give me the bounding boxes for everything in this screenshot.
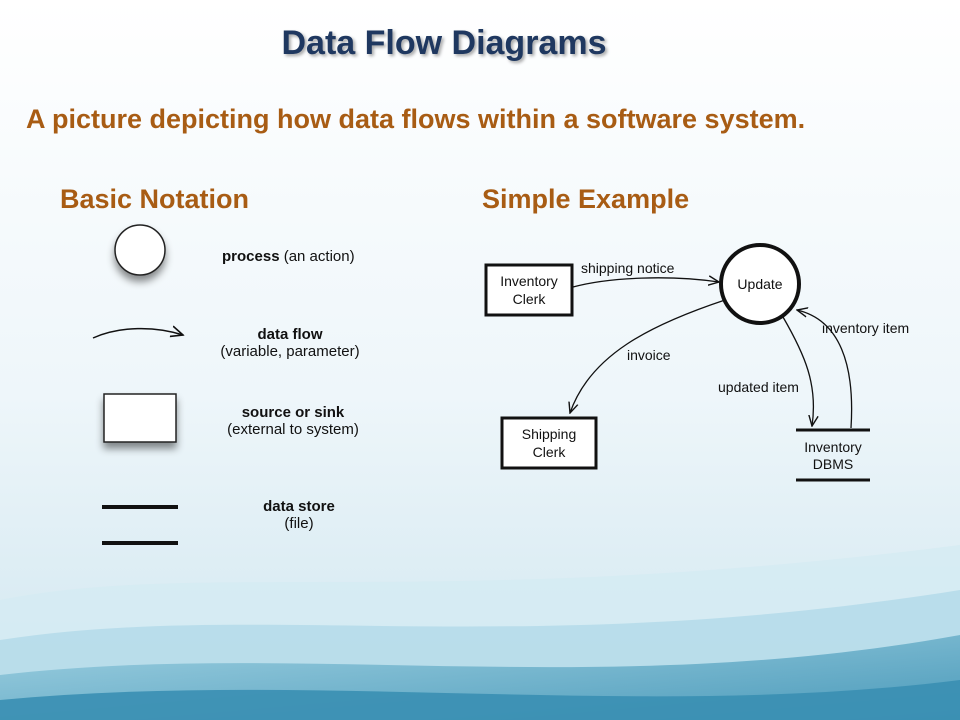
basic-notation-heading: Basic Notation: [60, 184, 250, 214]
invoice-label: invoice: [627, 347, 671, 363]
update-process-circle: [719, 243, 801, 325]
legend-data-store-lines: [102, 505, 178, 545]
flow-invoice-arrow: [570, 299, 726, 413]
slide-title: Data Flow Diagrams: [281, 24, 607, 62]
shipping-clerk-label-line2: Clerk: [533, 444, 567, 460]
inventory-clerk-label-line2: Clerk: [513, 291, 547, 307]
shipping-clerk-box: [500, 416, 598, 470]
shipping-clerk-label-line1: Shipping: [522, 426, 577, 442]
legend-data-store-text: data store(file): [263, 498, 335, 532]
inventory-item-label: inventory item: [822, 320, 909, 336]
slide-subtitle: A picture depicting how data flows withi…: [26, 104, 806, 134]
flow-inventory-item-arrow: [797, 310, 853, 429]
flow-updated-item-arrow: [782, 316, 813, 426]
updated-item-label: updated item: [718, 379, 799, 395]
legend-data-flow-arrow: [92, 329, 183, 339]
inventory-clerk-label-line1: Inventory: [500, 273, 558, 289]
legend-data-flow-text: data flow(variable, parameter): [220, 326, 360, 360]
update-label: Update: [737, 276, 782, 292]
flow-shipping-notice-arrow: [572, 278, 719, 288]
legend-process-text: process (an action): [222, 248, 355, 265]
inventory-clerk-box: [484, 263, 574, 317]
legend-source-sink-box: [103, 393, 177, 443]
legend-process-circle: [114, 224, 166, 276]
inventory-dbms-store: [796, 428, 870, 482]
shipping-notice-label: shipping notice: [581, 260, 675, 276]
simple-example-heading: Simple Example: [482, 184, 690, 214]
inventory-dbms-label-line2: DBMS: [813, 456, 853, 472]
legend-source-sink-text: source or sink(external to system): [227, 404, 359, 438]
inventory-dbms-label-line1: Inventory: [804, 439, 862, 455]
